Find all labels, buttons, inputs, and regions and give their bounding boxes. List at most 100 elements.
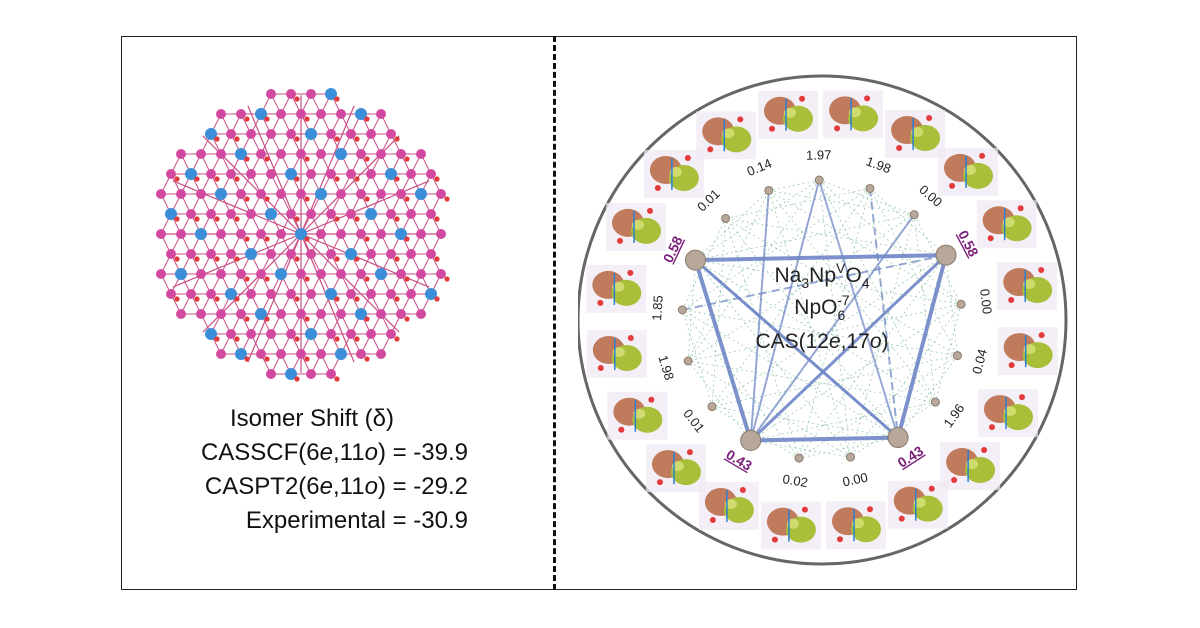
- atom-sphere: [296, 269, 306, 279]
- orbital-isosurface-icon: [586, 329, 647, 378]
- atom-sphere: [425, 288, 437, 300]
- orbital-node: [684, 249, 706, 271]
- atom-sphere: [385, 168, 397, 180]
- atom-sphere: [234, 176, 240, 182]
- atom-sphere: [316, 269, 326, 279]
- atom-sphere: [354, 216, 360, 222]
- caspt2-row: CASPT2(6e,11o) = -29.2: [204, 473, 468, 500]
- atom-sphere: [395, 228, 407, 240]
- occupation-label: 1.98: [655, 353, 677, 382]
- atom-sphere: [394, 256, 400, 262]
- atom-sphere: [326, 369, 336, 379]
- atom-sphere: [294, 216, 300, 222]
- atom-sphere: [434, 216, 440, 222]
- atom-sphere: [306, 249, 316, 259]
- atom-sphere: [294, 136, 300, 142]
- atom-sphere: [315, 188, 327, 200]
- atom-sphere: [394, 216, 400, 222]
- atom-sphere: [234, 336, 240, 342]
- orbital-node: [683, 356, 693, 366]
- atom-sphere: [316, 109, 326, 119]
- atom-sphere: [376, 189, 386, 199]
- atom-sphere: [226, 249, 236, 259]
- atom-sphere: [334, 336, 340, 342]
- atom-sphere: [235, 348, 247, 360]
- atom-sphere: [226, 329, 236, 339]
- atom-sphere: [186, 209, 196, 219]
- atom-sphere: [306, 89, 316, 99]
- atom-sphere: [296, 349, 306, 359]
- atom-sphere: [244, 316, 250, 322]
- atom-sphere: [286, 289, 296, 299]
- atom-sphere: [404, 196, 410, 202]
- atom-sphere: [285, 168, 297, 180]
- atom-sphere: [225, 288, 237, 300]
- atom-sphere: [215, 188, 227, 200]
- isomer-shift-title: Isomer Shift (δ): [229, 405, 395, 432]
- atom-sphere: [214, 176, 220, 182]
- atom-sphere: [404, 276, 410, 282]
- atom-sphere: [174, 216, 180, 222]
- orbital-node: [956, 299, 966, 309]
- atom-sphere: [354, 256, 360, 262]
- atom-sphere: [206, 209, 216, 219]
- orbital-node: [677, 305, 687, 315]
- atom-sphere: [334, 296, 340, 302]
- atom-sphere: [376, 309, 386, 319]
- atom-sphere: [346, 169, 356, 179]
- formula-label: Na3NpVO4: [775, 260, 870, 291]
- atom-sphere: [326, 209, 336, 219]
- atom-sphere: [346, 289, 356, 299]
- orbital-node: [740, 429, 762, 451]
- atom-sphere: [235, 148, 247, 160]
- atom-sphere: [246, 209, 256, 219]
- atom-sphere: [396, 189, 406, 199]
- atom-sphere: [404, 316, 410, 322]
- occupation-label: 0.02: [782, 471, 809, 490]
- atom-sphere: [174, 256, 180, 262]
- atom-sphere: [244, 236, 250, 242]
- atom-sphere: [266, 329, 276, 339]
- atom-sphere: [194, 176, 200, 182]
- atom-sphere: [376, 109, 386, 119]
- atom-sphere: [325, 288, 337, 300]
- atom-sphere: [266, 169, 276, 179]
- atom-sphere: [334, 96, 340, 102]
- atom-sphere: [246, 329, 256, 339]
- atom-sphere: [366, 169, 376, 179]
- atom-sphere: [294, 336, 300, 342]
- orbital-isosurface-icon: [887, 480, 948, 529]
- atom-sphere: [355, 108, 367, 120]
- atom-sphere: [386, 329, 396, 339]
- atom-sphere: [216, 309, 226, 319]
- atom-sphere: [166, 249, 176, 259]
- atom-sphere: [156, 269, 166, 279]
- atom-sphere: [416, 149, 426, 159]
- orbital-node: [887, 427, 909, 449]
- atom-sphere: [246, 129, 256, 139]
- orbital-node: [909, 210, 919, 220]
- orbital-isosurface-icon: [698, 481, 759, 530]
- cas-label: CAS(12e,17o): [755, 330, 888, 353]
- atom-sphere: [436, 229, 446, 239]
- atom-sphere: [426, 169, 436, 179]
- atom-sphere: [336, 229, 346, 239]
- atom-sphere: [236, 269, 246, 279]
- atom-sphere: [404, 156, 410, 162]
- atom-sphere: [316, 229, 326, 239]
- orbital-isosurface-icon: [696, 111, 757, 160]
- atom-sphere: [255, 308, 267, 320]
- atom-sphere: [226, 129, 236, 139]
- atom-sphere: [386, 129, 396, 139]
- atom-sphere: [276, 189, 286, 199]
- atom-sphere: [316, 349, 326, 359]
- atom-sphere: [216, 109, 226, 119]
- atom-sphere: [196, 269, 206, 279]
- atom-sphere: [354, 336, 360, 342]
- atom-sphere: [366, 249, 376, 259]
- atom-sphere: [416, 229, 426, 239]
- orbital-isosurface-icon: [643, 149, 704, 198]
- atom-sphere: [346, 209, 356, 219]
- atom-sphere: [434, 176, 440, 182]
